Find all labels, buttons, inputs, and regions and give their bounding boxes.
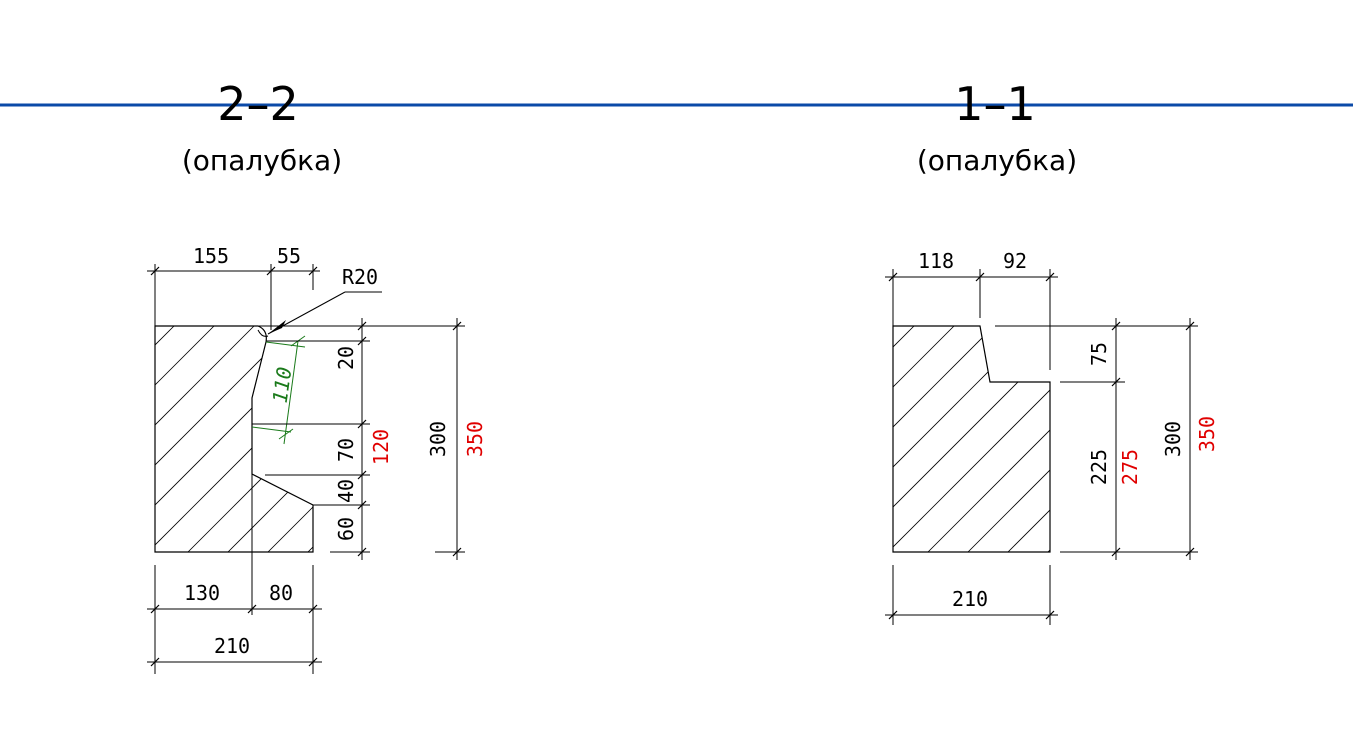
section-2-2-subtitle: (опалубка) [182,144,342,177]
dim-75: 75 [1087,342,1111,366]
dim-20: 20 [334,346,358,370]
dim-40: 40 [334,479,358,503]
dim-overall-1-1: 300 350 [1161,318,1219,560]
radius-leader: R20 [257,265,382,337]
dim-350: 350 [463,421,487,457]
dim-70: 70 [334,438,358,462]
dim-118: 118 [918,249,954,273]
section-1-1: 1–1 (опалубка) 118 92 [885,77,1219,625]
section-1-1-outline [892,325,1051,553]
section-2-2: 2–2 (опалубка) 155 55 [147,77,487,674]
dim-top-2-2: 155 55 [147,244,320,330]
section-1-1-title: 1–1 [954,77,1036,131]
dim-bottom-1-1: 210 [885,565,1058,625]
dim-bottom-2-2: 130 80 210 [147,474,322,674]
dim-60: 60 [334,517,358,541]
radius-label: R20 [342,265,378,289]
dim-80: 80 [269,581,293,605]
dim-130: 130 [184,581,220,605]
section-2-2-title: 2–2 [217,77,299,131]
dim-225: 225 [1087,449,1111,485]
section-1-1-hatching [893,326,1050,552]
dim-210-1-1: 210 [952,587,988,611]
dim-300: 300 [426,421,450,457]
section-1-1-subtitle: (опалубка) [917,144,1077,177]
dim-210-2-2: 210 [214,634,250,658]
dim-vertical-chain-2-2: 20 70 40 60 120 [252,318,393,560]
dim-275: 275 [1118,449,1142,485]
dim-120: 120 [369,429,393,465]
dim-155: 155 [193,244,229,268]
slope-dimension: 110 [251,335,306,445]
dim-overall-2-2: 300 350 [258,318,487,560]
dim-92: 92 [1003,249,1027,273]
dim-55: 55 [277,244,301,268]
dim-top-1-1: 118 92 [885,249,1058,370]
dim-350-1-1: 350 [1195,416,1219,452]
slope-label: 110 [268,365,297,404]
dim-vertical-chain-1-1: 75 225 275 [995,318,1198,560]
dim-300-1-1: 300 [1161,421,1185,457]
section-2-2-outline [154,325,314,553]
